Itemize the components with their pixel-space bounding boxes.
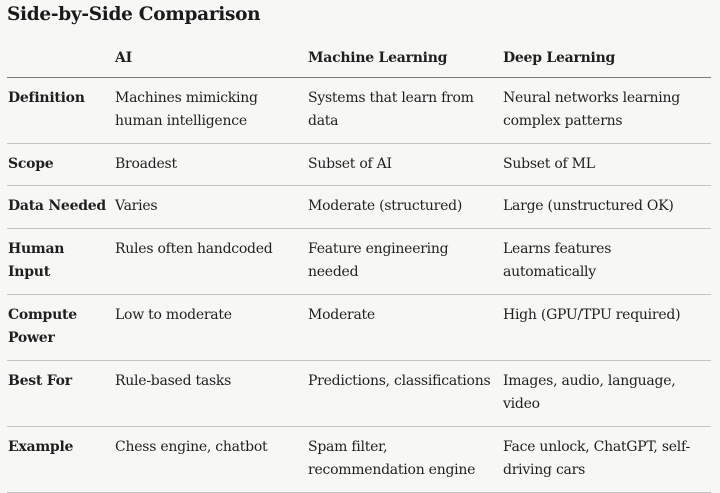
row-label: Compute Power bbox=[7, 294, 115, 361]
cell-dl: Subset of ML bbox=[503, 143, 711, 186]
table-row: Example Chess engine, chatbot Spam filte… bbox=[7, 426, 711, 493]
row-label: Example bbox=[7, 426, 115, 493]
row-label: Scope bbox=[7, 143, 115, 186]
table-row: Best For Rule-based tasks Predictions, c… bbox=[7, 360, 711, 427]
cell-ml: Moderate bbox=[308, 294, 503, 361]
cell-ml: Systems that learn from data bbox=[308, 77, 503, 144]
cell-ai: Rules often handcoded bbox=[115, 228, 308, 295]
cell-dl: Images, audio, language, video bbox=[503, 360, 711, 427]
cell-ml: Moderate (structured) bbox=[308, 185, 503, 229]
header-deep-learning: Deep Learning bbox=[503, 40, 711, 78]
row-label: Data Needed bbox=[7, 185, 115, 229]
row-label: Human Input bbox=[7, 228, 115, 295]
cell-dl: High (GPU/TPU required) bbox=[503, 294, 711, 361]
cell-ml: Subset of AI bbox=[308, 143, 503, 186]
cell-ai: Broadest bbox=[115, 143, 308, 186]
cell-dl: Face unlock, ChatGPT, self-driving cars bbox=[503, 426, 711, 493]
cell-ai: Chess engine, chatbot bbox=[115, 426, 308, 493]
cell-dl: Neural networks learning complex pattern… bbox=[503, 77, 711, 144]
table-row: Compute Power Low to moderate Moderate H… bbox=[7, 294, 711, 361]
header-empty bbox=[7, 40, 115, 78]
cell-ml: Predictions, classifications bbox=[308, 360, 503, 427]
row-label: Definition bbox=[7, 77, 115, 144]
table-row: Human Input Rules often handcoded Featur… bbox=[7, 228, 711, 295]
cell-ml: Spam filter, recommendation engine bbox=[308, 426, 503, 493]
cell-ai: Machines mimicking human intelligence bbox=[115, 77, 308, 144]
cell-ai: Rule-based tasks bbox=[115, 360, 308, 427]
row-label: Best For bbox=[7, 360, 115, 427]
header-machine-learning: Machine Learning bbox=[308, 40, 503, 78]
table-header-row: AI Machine Learning Deep Learning bbox=[7, 40, 711, 78]
cell-ml: Feature engineering needed bbox=[308, 228, 503, 295]
header-ai: AI bbox=[115, 40, 308, 78]
cell-ai: Varies bbox=[115, 185, 308, 229]
cell-ai: Low to moderate bbox=[115, 294, 308, 361]
table-row: Scope Broadest Subset of AI Subset of ML bbox=[7, 143, 711, 186]
cell-dl: Large (unstructured OK) bbox=[503, 185, 711, 229]
comparison-table: AI Machine Learning Deep Learning Defini… bbox=[7, 40, 711, 493]
table-row: Data Needed Varies Moderate (structured)… bbox=[7, 185, 711, 229]
page-title: Side-by-Side Comparison bbox=[7, 4, 261, 25]
table-row: Definition Machines mimicking human inte… bbox=[7, 77, 711, 144]
cell-dl: Learns features automatically bbox=[503, 228, 711, 295]
